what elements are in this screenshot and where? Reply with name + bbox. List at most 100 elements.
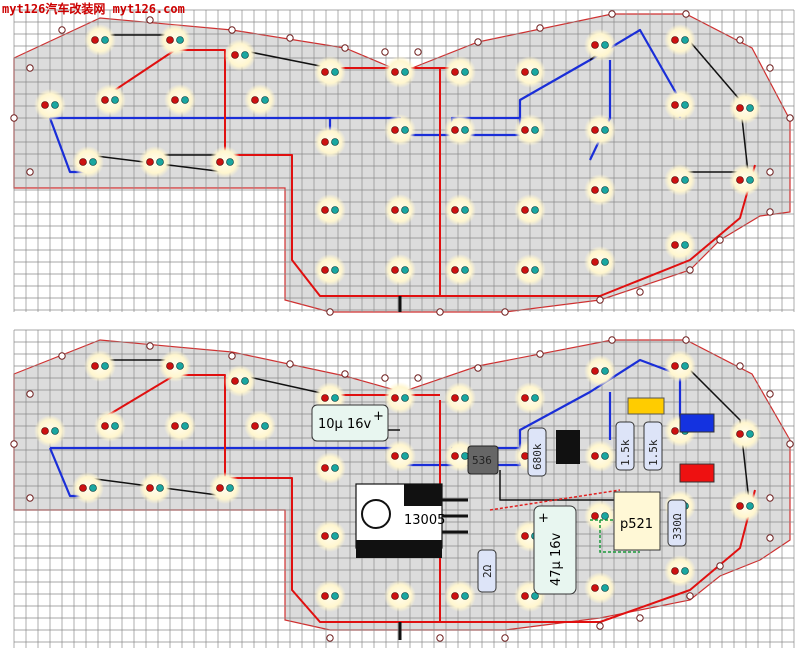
- resistor-680k: 680k: [527, 427, 547, 477]
- led-glow: [729, 92, 761, 124]
- led-cathode-pin: [531, 592, 539, 600]
- led-glow: [314, 520, 346, 552]
- led-glow: [314, 580, 346, 612]
- led: [444, 382, 476, 414]
- led-glow: [244, 84, 276, 116]
- led-anode-pin: [79, 484, 87, 492]
- led-glow: [514, 382, 546, 414]
- led-anode-pin: [521, 592, 529, 600]
- led-glow: [72, 472, 104, 504]
- led: [164, 84, 196, 116]
- edge-pin: [686, 266, 694, 274]
- edge-pin: [414, 48, 422, 56]
- led-cathode-pin: [401, 126, 409, 134]
- edge-pin: [26, 168, 34, 176]
- led-cathode-pin: [89, 484, 97, 492]
- led-anode-pin: [321, 266, 329, 274]
- resistor-1k5-b: 1.5k: [643, 421, 663, 471]
- led-glow: [384, 114, 416, 146]
- edge-pin: [766, 534, 774, 542]
- led-cathode-pin: [601, 512, 609, 520]
- edge-pin: [286, 34, 294, 42]
- led-anode-pin: [231, 51, 239, 59]
- edge-pin: [341, 370, 349, 378]
- led-cathode-pin: [401, 206, 409, 214]
- led-cathode-pin: [461, 394, 469, 402]
- led-glow: [514, 114, 546, 146]
- led-cathode-pin: [89, 158, 97, 166]
- top-grid: [13, 9, 795, 312]
- edge-pin: [736, 36, 744, 44]
- led-glow: [384, 440, 416, 472]
- led-cathode-pin: [181, 422, 189, 430]
- led-anode-pin: [671, 567, 679, 575]
- led-cathode-pin: [261, 422, 269, 430]
- led-anode-pin: [451, 452, 459, 460]
- edge-pin: [636, 614, 644, 622]
- led-glow: [34, 89, 66, 121]
- edge-pin: [58, 352, 66, 360]
- led: [729, 164, 761, 196]
- led-glow: [84, 350, 116, 382]
- led-anode-pin: [146, 484, 154, 492]
- led-anode-pin: [321, 206, 329, 214]
- res-680-label: 680k: [531, 443, 544, 470]
- led-cathode-pin: [681, 567, 689, 575]
- edge-pin: [608, 10, 616, 18]
- led-cathode-pin: [51, 101, 59, 109]
- led-anode-pin: [736, 430, 744, 438]
- cap-small-plus: +: [373, 409, 384, 424]
- led-glow: [244, 410, 276, 442]
- led-glow: [584, 500, 616, 532]
- led-cathode-pin: [181, 96, 189, 104]
- led-glow: [584, 174, 616, 206]
- transistor-13005: 13005: [355, 483, 468, 558]
- led: [314, 56, 346, 88]
- watermark-text: myt126汽车改装网 myt126.com: [2, 1, 185, 16]
- led-cathode-pin: [331, 592, 339, 600]
- res-15a-label: 1.5k: [619, 439, 632, 466]
- led-cathode-pin: [226, 158, 234, 166]
- edge-pin: [501, 308, 509, 316]
- led-anode-pin: [251, 96, 259, 104]
- led-cathode-pin: [176, 362, 184, 370]
- edge-pin: [381, 48, 389, 56]
- led: [444, 194, 476, 226]
- led-anode-pin: [391, 68, 399, 76]
- edge-pin: [766, 64, 774, 72]
- edge-pin: [146, 16, 154, 24]
- led: [584, 29, 616, 61]
- led-anode-pin: [171, 96, 179, 104]
- led-anode-pin: [391, 266, 399, 274]
- led-anode-pin: [671, 36, 679, 44]
- led-cathode-pin: [241, 377, 249, 385]
- led: [584, 355, 616, 387]
- led-anode-pin: [451, 206, 459, 214]
- led-cathode-pin: [746, 502, 754, 510]
- led-glow: [384, 382, 416, 414]
- led-glow: [444, 580, 476, 612]
- led-cathode-pin: [601, 452, 609, 460]
- led: [314, 520, 346, 552]
- led-anode-pin: [251, 422, 259, 430]
- led-anode-pin: [521, 266, 529, 274]
- led: [84, 24, 116, 56]
- led-glow: [384, 194, 416, 226]
- led-glow: [209, 472, 241, 504]
- edge-pin: [26, 390, 34, 398]
- led-anode-pin: [101, 422, 109, 430]
- led-cathode-pin: [331, 138, 339, 146]
- led-anode-pin: [41, 101, 49, 109]
- led: [584, 572, 616, 604]
- edge-pin: [381, 374, 389, 382]
- edge-pin: [766, 168, 774, 176]
- led-glow: [664, 89, 696, 121]
- led: [384, 440, 416, 472]
- led-glow: [584, 572, 616, 604]
- led-glow: [94, 410, 126, 442]
- led-glow: [729, 490, 761, 522]
- led-anode-pin: [591, 584, 599, 592]
- capacitor-47u: + 47μ 16v: [533, 505, 577, 595]
- edge-pin: [536, 350, 544, 358]
- led: [159, 350, 191, 382]
